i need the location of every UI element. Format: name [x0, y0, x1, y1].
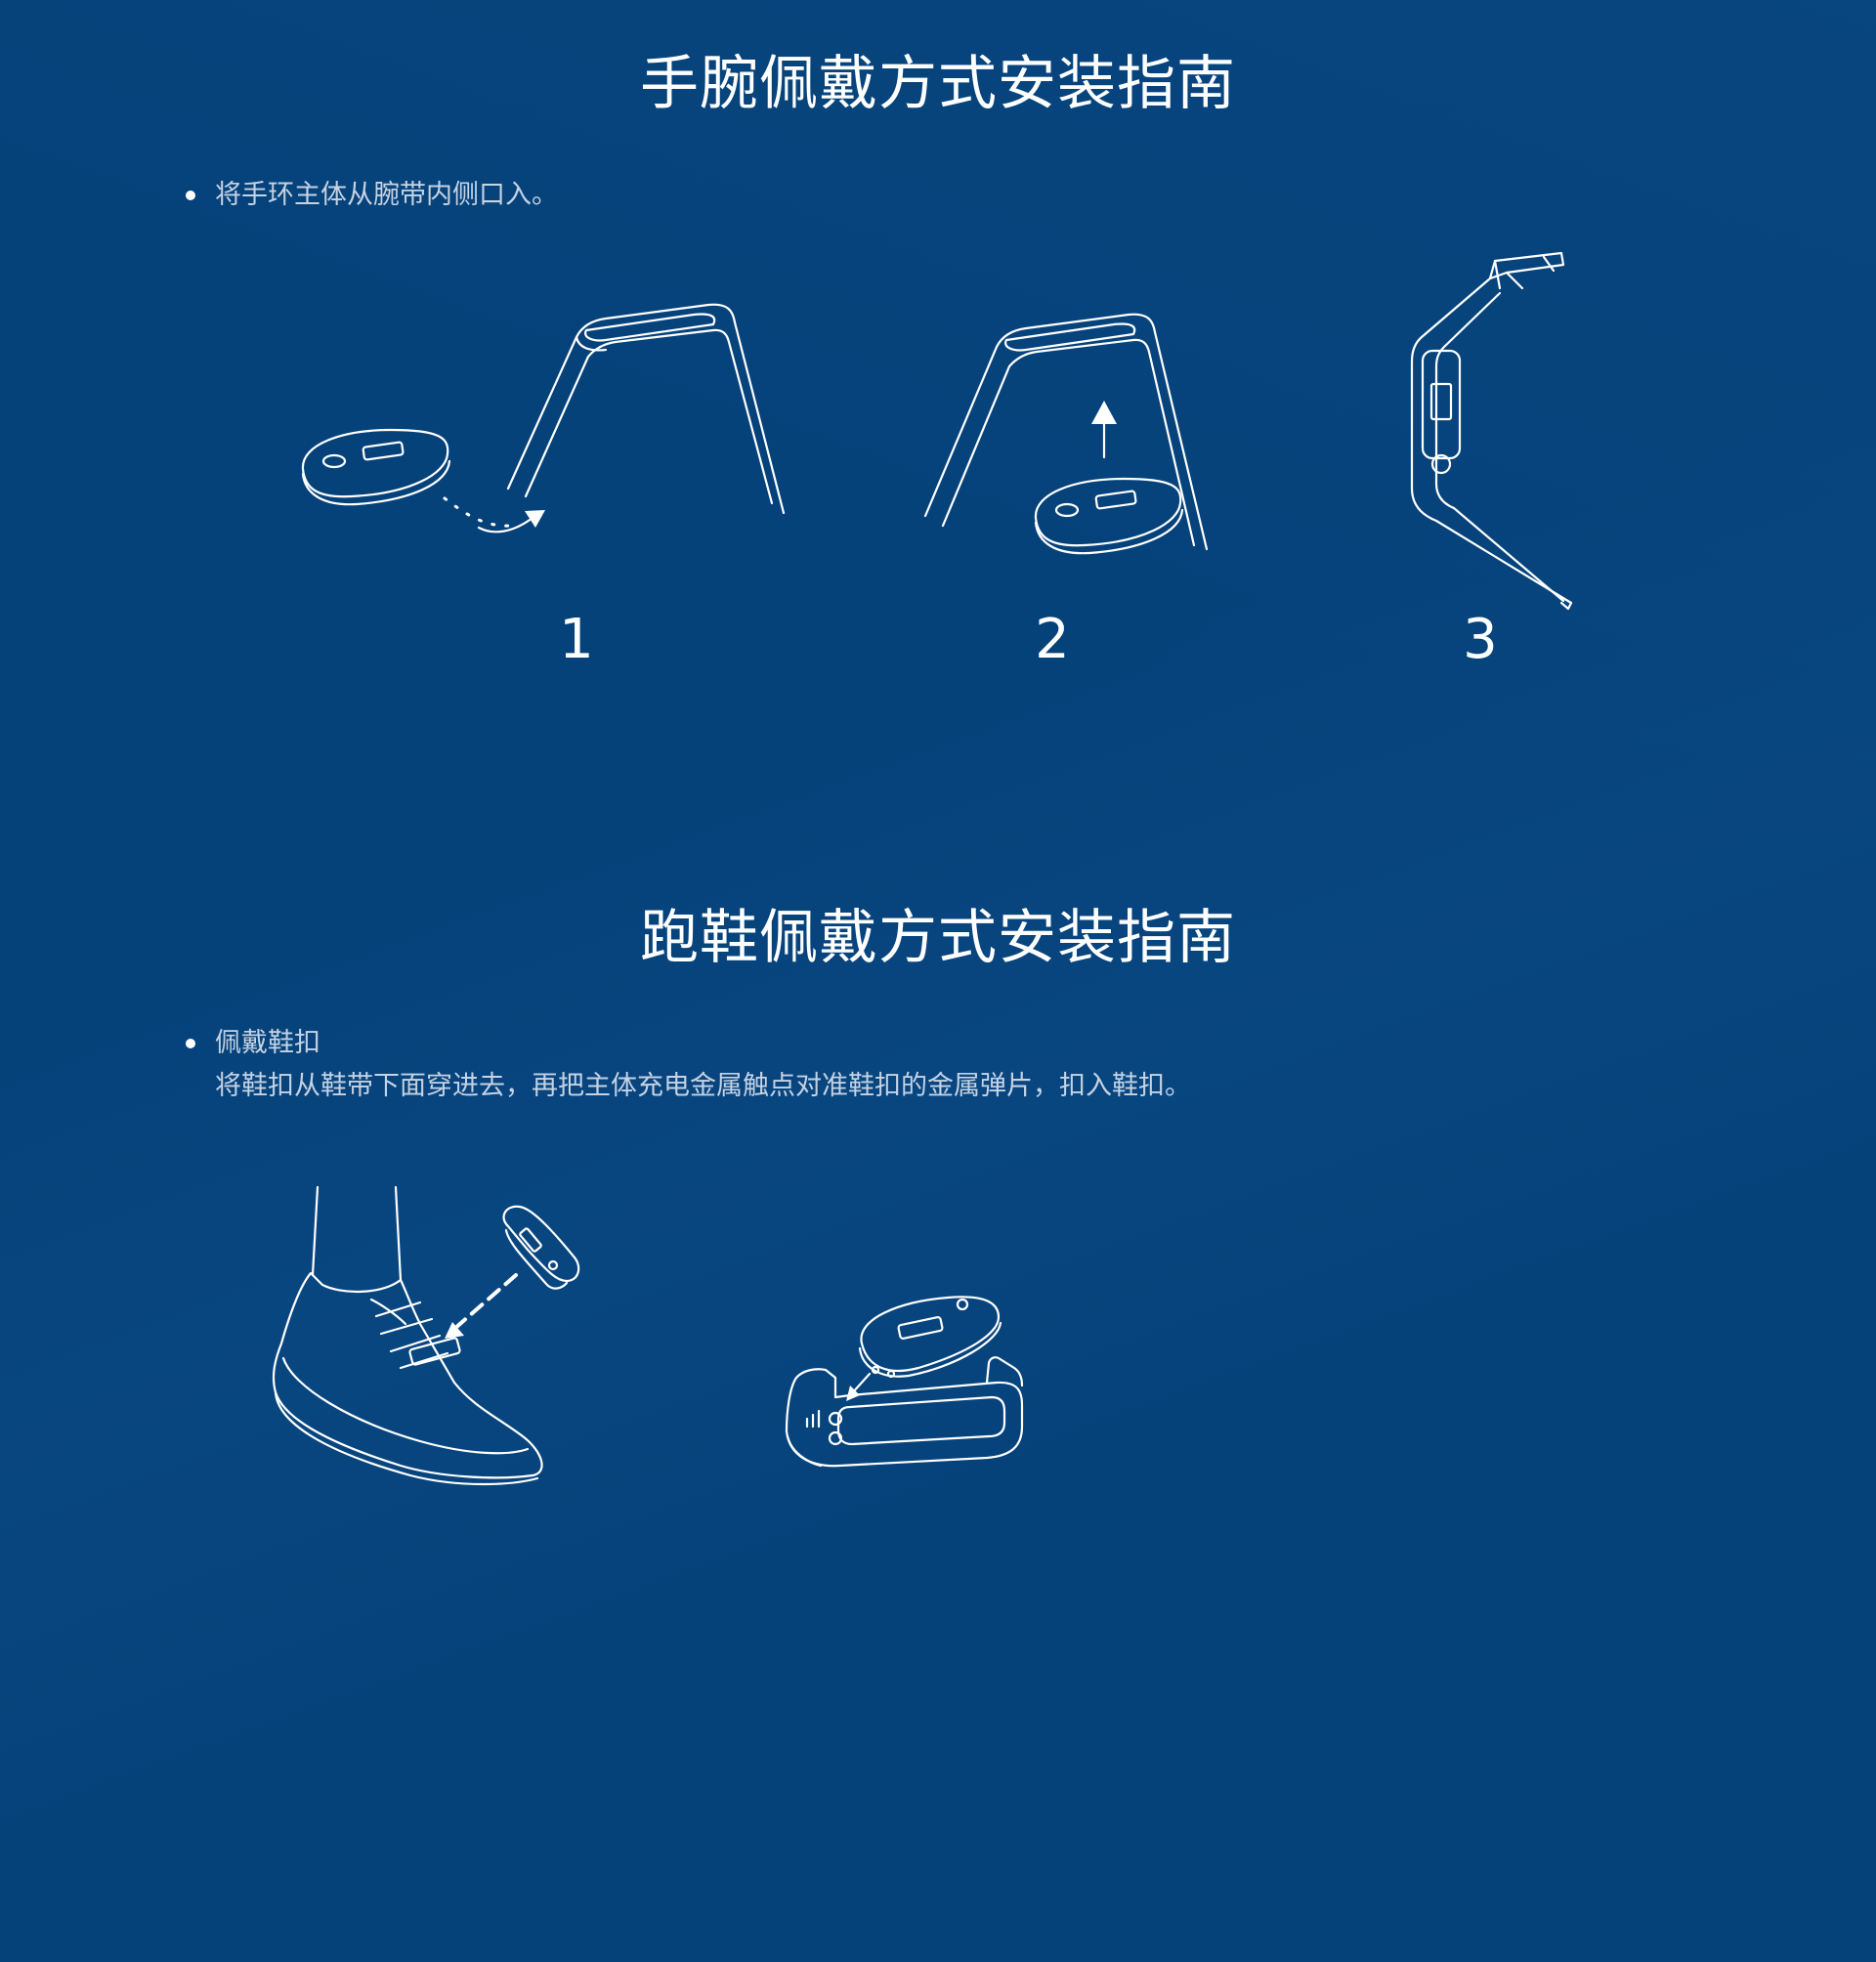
step2-illustration: [923, 313, 1209, 555]
shoe-guide-bullet-title: 佩戴鞋扣: [215, 1028, 320, 1058]
wrist-guide-bullet-text: 将手环主体从腕带内侧口入。: [215, 180, 558, 210]
bullet-row: 将手环主体从腕带内侧口入。: [186, 174, 558, 217]
shoe-illustration: [272, 1185, 580, 1486]
band-tracker-icon: [1034, 477, 1184, 555]
wristband-icon: [923, 313, 1209, 551]
bullet-dot-icon: [186, 1039, 195, 1048]
step-number-2: 2: [1035, 608, 1070, 671]
step3-illustration: [1410, 251, 1573, 611]
shoe-icon: [272, 1185, 543, 1486]
arrow-icon: [1091, 401, 1117, 459]
wrist-guide-title: 手腕佩戴方式安装指南: [640, 50, 1236, 118]
step1-illustration: [301, 303, 786, 533]
shoe-guide-bullet-text: 将鞋扣从鞋带下面穿进去，再把主体充电金属触点对准鞋扣的金属弹片，扣入鞋扣。: [215, 1071, 1191, 1101]
band-tracker-icon: [858, 1296, 1002, 1379]
wrist-guide-bullet: 将手环主体从腕带内侧口入。: [186, 174, 558, 217]
bullet-dot-icon: [186, 191, 195, 200]
band-tracker-icon: [301, 428, 451, 506]
bullet-row: 佩戴鞋扣 将鞋扣从鞋带下面穿进去，再把主体充电金属触点对准鞋扣的金属弹片，扣入鞋…: [186, 1022, 1191, 1108]
wristband-icon: [1410, 251, 1573, 611]
shoe-guide-title: 跑鞋佩戴方式安装指南: [640, 904, 1236, 972]
shoe-clip-icon: [785, 1356, 1024, 1468]
wristband-icon: [506, 303, 786, 515]
band-tracker-icon: [502, 1205, 580, 1290]
shoe-clip-illustration: [785, 1296, 1024, 1468]
step-number-1: 1: [559, 608, 594, 671]
step-number-3: 3: [1463, 608, 1498, 671]
shoe-guide-bullet: 佩戴鞋扣 将鞋扣从鞋带下面穿进去，再把主体充电金属触点对准鞋扣的金属弹片，扣入鞋…: [186, 1022, 1191, 1108]
